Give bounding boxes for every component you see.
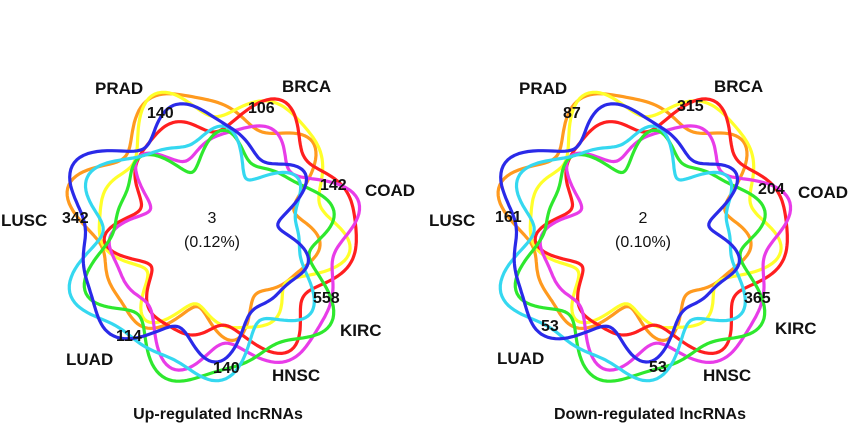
diagram-caption: Down-regulated lncRNAs	[554, 406, 746, 423]
set-count-luad: 53	[541, 318, 559, 335]
set-label-luad: LUAD	[497, 349, 544, 368]
center-percent: (0.12%)	[184, 234, 240, 251]
set-count-lusc: 161	[495, 209, 522, 226]
venn-loop-lusc	[499, 102, 741, 364]
set-count-lusc: 342	[62, 210, 89, 227]
set-label-kirc: KIRC	[340, 321, 382, 340]
set-label-hnsc: HNSC	[703, 366, 751, 385]
set-label-lusc: LUSC	[429, 211, 475, 230]
set-count-brca: 106	[248, 100, 275, 117]
venn-loops-down	[496, 90, 793, 383]
set-count-hnsc: 53	[649, 359, 667, 376]
diagram-caption: Up-regulated lncRNAs	[133, 406, 303, 423]
set-label-prad: PRAD	[95, 79, 143, 98]
venn-loop-prad	[496, 92, 753, 342]
set-label-brca: BRCA	[714, 77, 763, 96]
venn-loops-up	[65, 90, 362, 383]
set-label-brca: BRCA	[282, 77, 331, 96]
center-percent: (0.10%)	[615, 234, 671, 251]
set-label-luad: LUAD	[66, 350, 113, 369]
set-count-prad: 140	[147, 105, 174, 122]
venn-loop-luad	[67, 124, 316, 383]
venn-loop-hnsc	[513, 128, 767, 383]
venn-loop-hnsc	[82, 128, 336, 383]
set-count-prad: 87	[563, 105, 581, 122]
set-count-hnsc: 140	[213, 360, 240, 377]
set-count-kirc: 558	[313, 290, 340, 307]
venn-loop-luad	[498, 124, 747, 383]
set-count-kirc: 365	[744, 290, 771, 307]
center-count: 3	[208, 210, 217, 227]
set-label-lusc: LUSC	[1, 211, 47, 230]
venn-loop-brca	[528, 90, 783, 330]
venn-loop-brca	[97, 90, 352, 330]
set-label-coad: COAD	[798, 183, 848, 202]
set-label-kirc: KIRC	[775, 319, 817, 338]
set-count-coad: 142	[320, 177, 347, 194]
venn-loop-coad	[533, 97, 789, 355]
venn-diagram-down: PRAD 87 BRCA 315 COAD 204 KIRC 365 HNSC …	[429, 77, 848, 423]
set-label-hnsc: HNSC	[272, 366, 320, 385]
venn-diagram-up: PRAD 140 BRCA 106 COAD 142 KIRC 558 HNSC…	[1, 77, 415, 423]
set-count-luad: 114	[116, 328, 142, 345]
set-count-brca: 315	[677, 98, 704, 115]
set-count-coad: 204	[758, 181, 785, 198]
venn-loop-prad	[65, 92, 322, 342]
center-count: 2	[639, 210, 648, 227]
venn-loop-lusc	[68, 102, 310, 364]
venn-loop-coad	[102, 97, 358, 355]
set-label-coad: COAD	[365, 181, 415, 200]
set-label-prad: PRAD	[519, 79, 567, 98]
